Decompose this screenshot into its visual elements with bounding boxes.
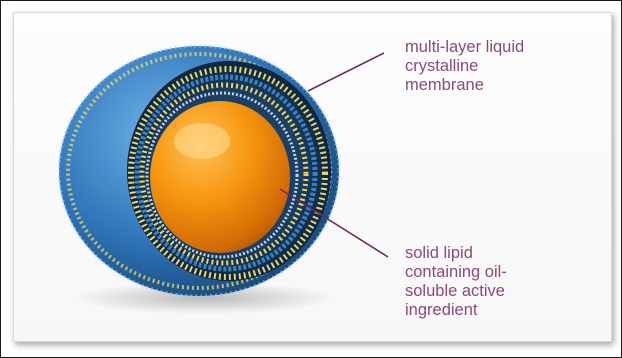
solid-lipid-core (150, 101, 290, 253)
core-label: solid lipid containing oil- soluble acti… (405, 244, 507, 320)
diagram-card: multi-layer liquid crystalline membrane … (13, 12, 612, 342)
membrane-label: multi-layer liquid crystalline membrane (405, 38, 524, 95)
membrane-pointer-line (308, 53, 384, 91)
core-highlight (174, 123, 230, 159)
